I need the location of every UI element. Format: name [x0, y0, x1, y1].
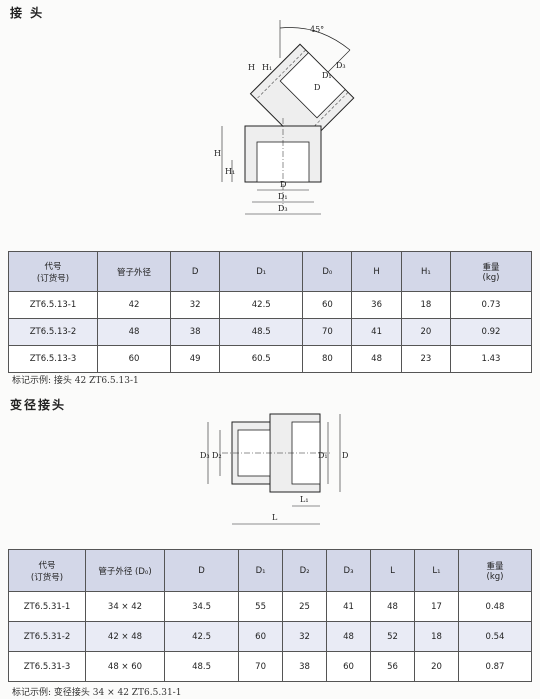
table-cell: 42.5 — [219, 291, 304, 319]
table-header: L₁ — [413, 549, 460, 592]
table-cell: 42 — [97, 291, 171, 319]
table-header: 管子外径 (D₀) — [85, 549, 165, 592]
table-cell: 60 — [326, 651, 372, 682]
l1-label: L₁ — [300, 495, 309, 504]
table-cell: 38 — [169, 318, 221, 346]
table-cell: 20 — [413, 651, 460, 682]
table-cell: 23 — [400, 345, 452, 373]
table-cell: 48 — [97, 318, 171, 346]
table-header: D₁ — [238, 549, 284, 592]
table-header: 重量 (kg) — [458, 549, 532, 592]
table-cell: 0.87 — [458, 651, 532, 682]
table-cell: 60.5 — [219, 345, 304, 373]
table-cell: 48 — [351, 345, 402, 373]
reducer-spec-table: 代号 (订货号) 管子外径 (D₀) D D₁ D₂ D₃ L L₁ 重量 (k… — [8, 549, 532, 682]
h1-label: H₁ — [262, 63, 272, 72]
table-cell: 0.92 — [450, 318, 532, 346]
table-cell: 34 × 42 — [85, 591, 165, 622]
table-cell: 80 — [302, 345, 353, 373]
table-cell: 20 — [400, 318, 452, 346]
table-cell: ZT6.5.31-3 — [8, 651, 86, 682]
table-cell: 42 × 48 — [85, 621, 165, 652]
table-cell: 60 — [97, 345, 171, 373]
table-header: D — [169, 251, 221, 292]
table-cell: 25 — [282, 591, 328, 622]
table-header: 代号 (订货号) — [8, 549, 86, 592]
table-cell: 70 — [238, 651, 284, 682]
table-cell: 49 — [169, 345, 221, 373]
table-cell: 48 × 60 — [85, 651, 165, 682]
table-cell: 17 — [413, 591, 460, 622]
d1-label: D₁ — [318, 451, 328, 460]
table-header: H₁ — [400, 251, 452, 292]
table-header: D₁ — [219, 251, 304, 292]
table-cell: 1.43 — [450, 345, 532, 373]
section1-title: 接 头 — [10, 6, 45, 20]
table-cell: ZT6.5.31-2 — [8, 621, 86, 652]
table-cell: 38 — [282, 651, 328, 682]
table-cell: 18 — [413, 621, 460, 652]
table-cell: 41 — [351, 318, 402, 346]
section2-title: 变径接头 — [10, 398, 67, 412]
joint-spec-table: 代号 (订货号) 管子外径 D D₁ D₀ H H₁ 重量 (kg) ZT6.5… — [8, 251, 532, 373]
table-cell: 55 — [238, 591, 284, 622]
table-cell: 32 — [169, 291, 221, 319]
table-cell: 18 — [400, 291, 452, 319]
table-cell: 52 — [370, 621, 415, 652]
table-cell: 41 — [326, 591, 372, 622]
d1-top-label: D₁ — [322, 71, 332, 80]
table-header: 代号 (订货号) — [8, 251, 98, 292]
table-cell: 42.5 — [163, 621, 240, 652]
table-cell: 36 — [351, 291, 402, 319]
table-row: ZT6.5.31-1 34 × 42 34.5 55 25 41 48 17 0… — [8, 591, 532, 622]
table-cell: ZT6.5.13-2 — [8, 318, 98, 346]
table-cell: ZT6.5.13-1 — [8, 291, 98, 319]
table-cell: 60 — [302, 291, 353, 319]
d2-label: D₂ — [212, 451, 222, 460]
table-row: ZT6.5.13-3 60 49 60.5 80 48 23 1.43 — [8, 345, 532, 373]
d3-label: D₃ — [200, 451, 210, 460]
table-cell: 0.73 — [450, 291, 532, 319]
table-header: D₂ — [282, 549, 328, 592]
table-cell: 56 — [370, 651, 415, 682]
table-cell: 48 — [326, 621, 372, 652]
table-row: ZT6.5.13-2 48 38 48.5 70 41 20 0.92 — [8, 318, 532, 346]
reducer-joint-diagram: D₃ D₂ D₁ D L₁ L — [200, 413, 348, 525]
d-bottom-label: D — [280, 180, 286, 189]
table-row: ZT6.5.31-3 48 × 60 48.5 70 38 60 56 20 0… — [8, 651, 532, 682]
table-row: ZT6.5.13-1 42 32 42.5 60 36 18 0.73 — [8, 291, 532, 319]
table-cell: 34.5 — [163, 591, 240, 622]
marking-example-2: 标记示例: 变径接头 34 × 42 ZT6.5.31-1 — [12, 688, 182, 698]
table-cell: 70 — [302, 318, 353, 346]
table-cell: 32 — [282, 621, 328, 652]
d-label: D — [342, 451, 348, 460]
H-left-label: H — [214, 149, 221, 158]
table-cell: ZT6.5.13-3 — [8, 345, 98, 373]
table-cell: 48.5 — [219, 318, 304, 346]
H1-left-label: H₁ — [225, 167, 235, 176]
d3-top-label: D₃ — [336, 61, 346, 70]
table-cell: 0.48 — [458, 591, 532, 622]
d-top-label: D — [314, 83, 320, 92]
table-cell: 0.54 — [458, 621, 532, 652]
table-header: D₃ — [326, 549, 372, 592]
d1-bottom-label: D₁ — [278, 192, 288, 201]
marking-example-1: 标记示例: 接头 42 ZT6.5.13-1 — [12, 376, 139, 386]
table-row: ZT6.5.31-2 42 × 48 42.5 60 32 48 52 18 0… — [8, 621, 532, 652]
table-header: D — [163, 549, 240, 592]
table-cell: 60 — [238, 621, 284, 652]
table-header: D₀ — [302, 251, 353, 292]
l-label: L — [272, 513, 278, 522]
h-label: H — [248, 63, 255, 72]
table-cell: ZT6.5.31-1 — [8, 591, 86, 622]
d3-bottom-label: D₃ — [278, 204, 288, 213]
angle-label: 45° — [310, 25, 324, 34]
table-header: 管子外径 — [97, 251, 171, 292]
table-cell: 48 — [370, 591, 415, 622]
table-header: 重量 (kg) — [450, 251, 532, 292]
table-cell: 48.5 — [163, 651, 240, 682]
elbow-joint-diagram: 45° H H₁ H H₁ D₃ D₁ D D D₁ D₃ — [214, 20, 355, 215]
table-header: H — [351, 251, 402, 292]
table-header: L — [370, 549, 415, 592]
